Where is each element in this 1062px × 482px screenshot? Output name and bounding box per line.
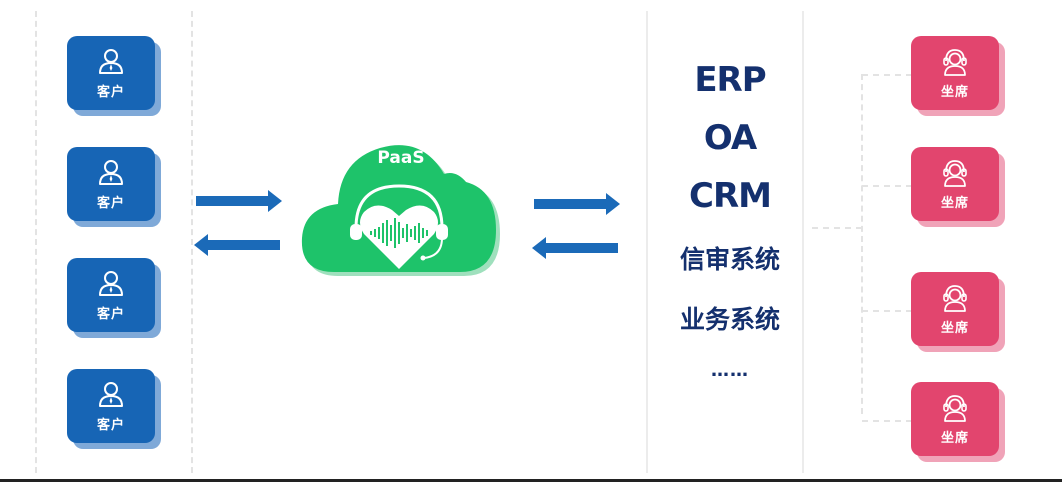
bottom-border [0, 479, 1062, 482]
user-tie-icon [99, 381, 123, 407]
agent-label: 坐席 [940, 195, 969, 211]
agent-tile[interactable]: 坐席 [911, 382, 1005, 462]
system-item-erp: ERP [694, 60, 766, 100]
paas-cloud[interactable]: PaaS [298, 124, 504, 284]
arrow-left-icon [194, 234, 280, 256]
system-guide-line [646, 11, 648, 473]
system-item-oa: OA [703, 118, 757, 158]
arrow-right-icon [534, 193, 620, 215]
connector-line [861, 74, 863, 414]
connector-line [862, 310, 912, 312]
agent-label: 坐席 [940, 84, 969, 100]
left-guide-line [35, 11, 37, 473]
agent-label: 坐席 [940, 320, 969, 336]
headset-agent-icon [943, 394, 967, 422]
system-item-credit-review: 信审系统 [679, 245, 780, 274]
customer-tile[interactable]: 客户 [67, 258, 161, 338]
connector-line [862, 74, 912, 76]
customer-label: 客户 [96, 84, 125, 100]
agent-tile[interactable]: 坐席 [911, 36, 1005, 116]
agent-tile[interactable]: 坐席 [911, 147, 1005, 227]
arrow-right-icon [196, 190, 282, 212]
headset-agent-icon [943, 159, 967, 187]
headset-agent-icon [943, 284, 967, 312]
paas-label: PaaS [377, 148, 425, 168]
customer-label: 客户 [96, 306, 125, 322]
customer-label: 客户 [96, 195, 125, 211]
customer-tile[interactable]: 客户 [67, 147, 161, 227]
connector-line [862, 420, 912, 422]
arrow-left-icon [532, 237, 618, 259]
system-item-more: …… [711, 360, 749, 381]
customer-tile[interactable]: 客户 [67, 36, 161, 116]
left-guide-line [191, 11, 193, 473]
connector-line [862, 185, 912, 187]
cloud-icon [301, 145, 500, 276]
connector-line [812, 227, 862, 229]
customer-tile[interactable]: 客户 [67, 369, 161, 449]
user-tie-icon [99, 48, 123, 74]
user-tie-icon [99, 270, 123, 296]
agent-tile[interactable]: 坐席 [911, 272, 1005, 352]
agent-label: 坐席 [940, 430, 969, 446]
system-guide-line [802, 11, 804, 473]
user-tie-icon [99, 159, 123, 185]
headset-agent-icon [943, 48, 967, 76]
system-item-crm: CRM [689, 176, 772, 216]
system-item-business: 业务系统 [679, 305, 780, 334]
customer-label: 客户 [96, 417, 125, 433]
